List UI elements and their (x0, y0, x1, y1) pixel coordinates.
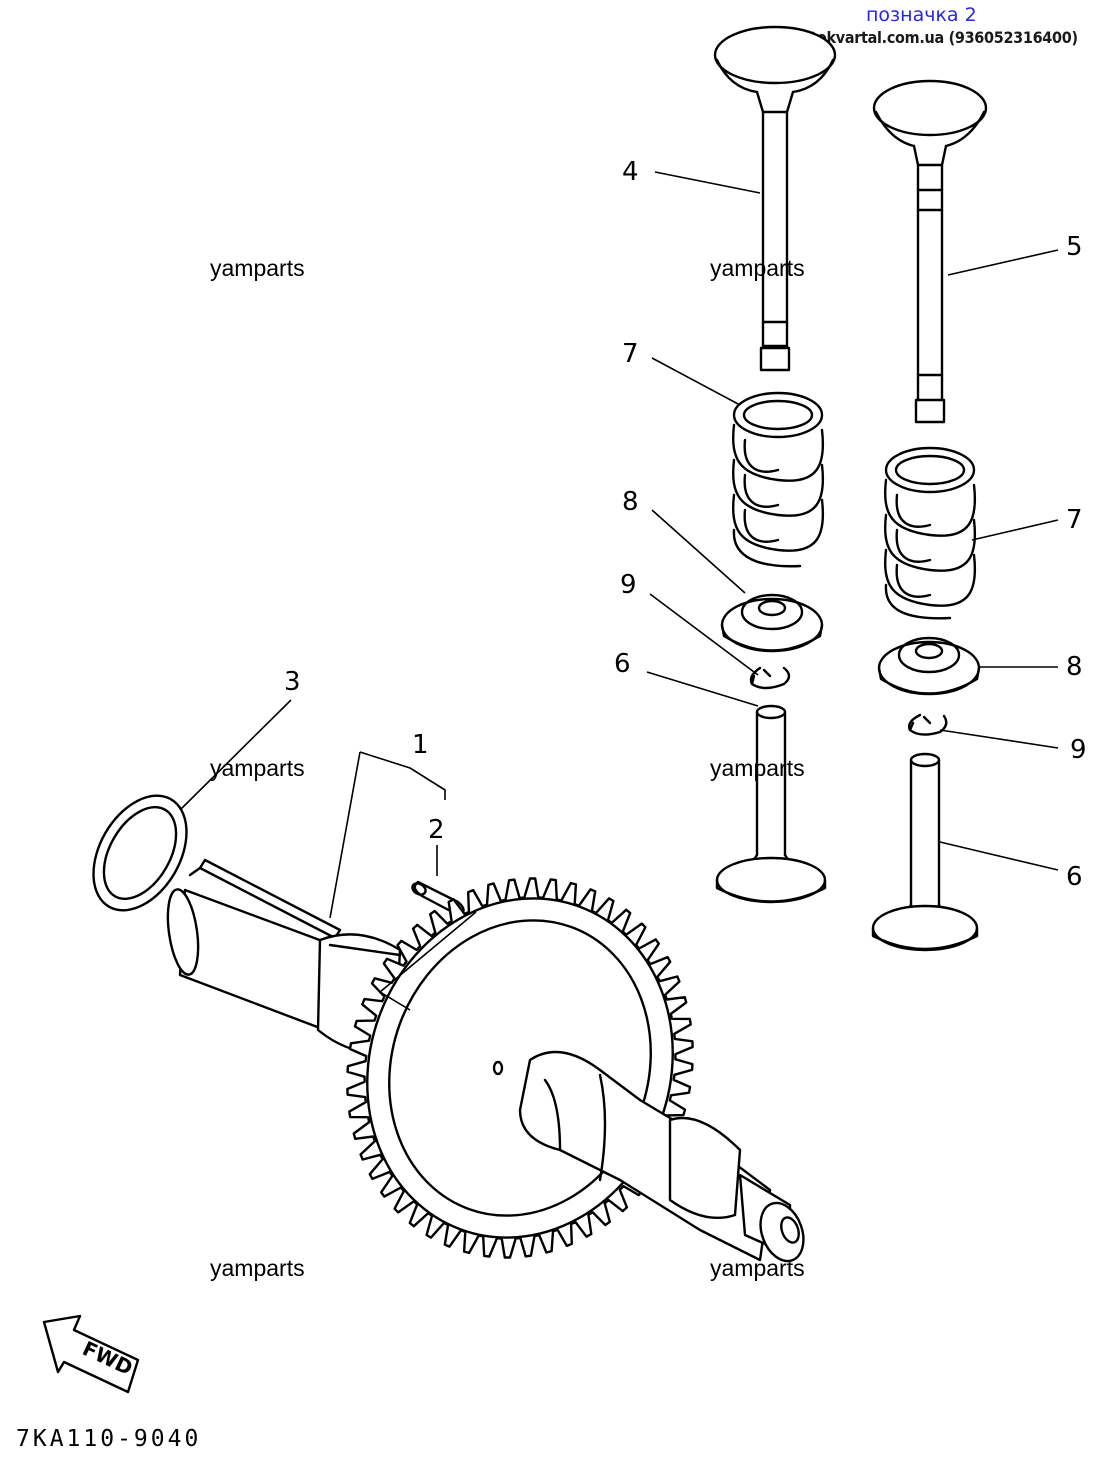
page-marker-label: позначка 2 (866, 4, 977, 26)
callout-5: 5 (1066, 232, 1083, 262)
valve-5[interactable] (872, 79, 988, 424)
valve-spring-7-right[interactable] (884, 446, 977, 620)
valve-cotter-9-right[interactable] (907, 713, 948, 736)
callout-9-left: 9 (620, 570, 637, 600)
watermark: yamparts (210, 255, 305, 281)
callout-6-left: 6 (614, 649, 631, 679)
callout-9-right: 9 (1070, 735, 1087, 765)
valve-cotter-9-left[interactable] (749, 666, 791, 690)
spring-retainer-8-right[interactable] (877, 636, 981, 696)
source-site-label: motokvartal.com.ua (936052316400) (786, 28, 1078, 47)
leader-lines (179, 171, 1059, 1011)
callout-8-left: 8 (622, 487, 639, 517)
o-ring-3[interactable] (74, 779, 205, 926)
callout-3: 3 (284, 667, 301, 697)
forward-arrow-icon: FWD (42, 1314, 140, 1394)
valve-spring-7-left[interactable] (732, 391, 825, 568)
callout-6-right: 6 (1066, 862, 1083, 892)
valve-6-left[interactable] (715, 704, 827, 904)
callout-7-right: 7 (1066, 505, 1083, 535)
callout-4: 4 (622, 157, 639, 187)
valve-4[interactable] (713, 25, 837, 372)
watermark: yamparts (210, 755, 305, 781)
watermark: yamparts (710, 255, 805, 281)
callout-2: 2 (428, 815, 445, 845)
spring-retainer-8-left[interactable] (720, 593, 824, 653)
diagram-code: 7KA110-9040 (16, 1426, 202, 1452)
valve-6-right[interactable] (871, 752, 979, 952)
callout-8-right: 8 (1066, 652, 1083, 682)
callout-7-left: 7 (622, 339, 639, 369)
callout-1: 1 (412, 730, 429, 760)
watermark: yamparts (210, 1255, 305, 1281)
camshaft-assembly-1[interactable] (163, 855, 811, 1281)
